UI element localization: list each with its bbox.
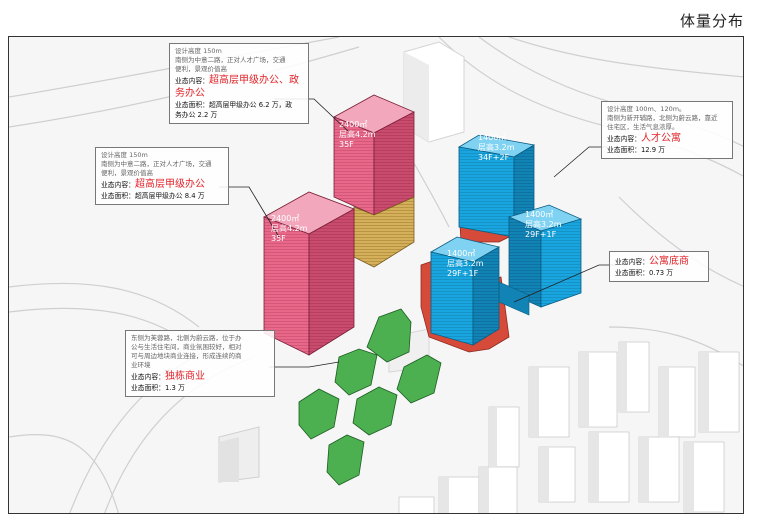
callout-left-area-label: 业态面积： [101,192,135,200]
callout-right-area-value: 12.9 万 [640,146,666,154]
callout-left-desc1: 南侧为中意二路，正对人才广场，交通 [101,160,212,168]
tower-b4-floors: 29F+1F [447,269,479,278]
callout-podium-content-value: 公寓底商 [648,256,689,267]
callout-top-area-value-1: 超高层甲级办公 6.2 万，政 [208,101,293,109]
callout-office-top: 设计高度 150m 南侧为中意二路，正对人才广场，交通 便利，景观价值高 业态内… [169,43,309,124]
tower-label-b4: 1400㎡ 层高3.2m 29F+1F [447,249,484,279]
callout-commercial: 东侧为芙蓉路，北侧为蔚云路，位于办 公与生活住宅间，商业氛围较好，相对 可与周边… [125,330,275,397]
tower-label-b5: 1400㎡ 层高3.2m 29F+1F [525,210,562,240]
tower-b4-height: 层高3.2m [447,259,484,268]
callout-green-content-label: 业态内容： [131,373,165,381]
page-title: 体量分布 [679,12,744,30]
tower-b1-height: 层高4.2m [339,130,376,139]
callout-top-content: 业态内容：超高层甲级办公、政 [175,74,303,87]
callout-right-content-value: 人才公寓 [640,133,681,144]
callout-left-area: 业态面积：超高层甲级办公 8.4 万 [101,191,223,201]
callout-podium-content-label: 业态内容： [615,258,649,266]
massing-diagram: 2400㎡ 层高4.2m 35F 2400㎡ 层高4.2m 35F 1400㎡ … [8,36,744,514]
tower-b4-area: 1400㎡ [447,249,476,258]
callout-podium-area-label: 业态面积： [615,269,649,277]
callout-left-design: 设计高度 150m [101,151,148,159]
callout-podium: 业态内容：公寓底商 业态面积：0.73 万 [609,251,709,282]
callout-green-content: 业态内容：独栋商业 [131,370,269,383]
tower-b1-area: 2400㎡ [339,120,368,129]
tower-b3-area: 1400㎡ [478,133,507,142]
callout-right-area: 业态面积：12.9 万 [607,145,727,155]
callout-left-area-value: 超高层甲级办公 8.4 万 [134,192,205,200]
callout-green-area-label: 业态面积： [131,384,165,392]
callout-green-content-value: 独栋商业 [164,371,205,382]
callout-top-desc1: 南侧为中意二路，正对人才广场，交通 [175,56,286,64]
callout-green-desc2: 公与生活住宅间，商业氛围较好，相对 [131,343,242,351]
callout-top-area: 业态面积：超高层甲级办公 6.2 万，政 [175,100,303,110]
callout-green-desc1: 东侧为芙蓉路，北侧为蔚云路，位于办 [131,334,242,342]
callout-office-left: 设计高度 150m 南侧为中意二路，正对人才广场，交通 便利，景观价值高 业态内… [95,147,229,205]
callout-right-design: 设计高度 100m、120m。 [607,105,686,113]
callout-left-content-label: 业态内容： [101,181,135,189]
callout-podium-area: 业态面积：0.73 万 [615,268,703,278]
tower-b5-height: 层高3.2m [525,220,562,229]
callout-top-content-label: 业态内容： [175,77,209,85]
callout-green-area: 业态面积：1.3 万 [131,383,269,393]
callout-right-content-label: 业态内容： [607,135,641,143]
callout-podium-content: 业态内容：公寓底商 [615,255,703,268]
tower-apartment-b4 [429,236,501,346]
callout-right-desc1: 南侧为新开辅路，北侧为蔚云路，靠近 [607,114,718,122]
callout-right-desc2: 住宅区，生活气息浓厚。 [607,123,679,131]
tower-b3-floors: 34F+2F [478,153,510,162]
callout-green-area-value: 1.3 万 [164,384,185,392]
tower-b5-area: 1400㎡ [525,210,554,219]
tower-b5-floors: 29F+1F [525,230,557,239]
callout-top-design: 设计高度 150m [175,47,222,55]
tower-b2-area: 2400㎡ [271,214,300,223]
tower-office-b1 [333,94,415,268]
callout-right-area-label: 业态面积： [607,146,641,154]
callout-top-content-value-2: 务办公 [175,88,205,99]
tower-label-b3: 1400㎡ 层高3.2m 34F+2F [478,133,515,163]
residential-towers [398,341,740,513]
tower-b3-height: 层高3.2m [478,143,515,152]
tower-b2-floors: 35F [271,234,286,243]
commercial-blocks [298,308,442,486]
callout-top-content-value-1: 超高层甲级办公、政 [208,75,299,86]
tower-office-b2 [263,191,355,356]
callout-left-content-value: 超高层甲级办公 [134,179,205,190]
tower-b1-floors: 35F [339,140,354,149]
massing-scene [9,37,743,513]
tower-apartment-b5 [498,204,583,316]
tower-label-b1: 2400㎡ 层高4.2m 35F [339,120,376,150]
callout-podium-area-value: 0.73 万 [648,269,674,277]
callout-top-area-label: 业态面积： [175,101,209,109]
callout-left-desc2: 便利，景观价值高 [101,169,153,177]
callout-apartment-right: 设计高度 100m、120m。 南侧为新开辅路，北侧为蔚云路，靠近 住宅区，生活… [601,101,733,159]
tower-b2-height: 层高4.2m [271,224,308,233]
callout-left-content: 业态内容：超高层甲级办公 [101,178,223,191]
callout-top-desc2: 便利，景观价值高 [175,65,227,73]
callout-top-area-value-2: 务办公 2.2 万 [175,111,218,119]
callout-green-desc3: 可与周边地块商业连接，形成连续的商 [131,352,242,360]
tower-label-b2: 2400㎡ 层高4.2m 35F [271,214,308,244]
callout-right-content: 业态内容：人才公寓 [607,132,727,145]
callout-green-desc4: 业环境 [131,361,151,369]
